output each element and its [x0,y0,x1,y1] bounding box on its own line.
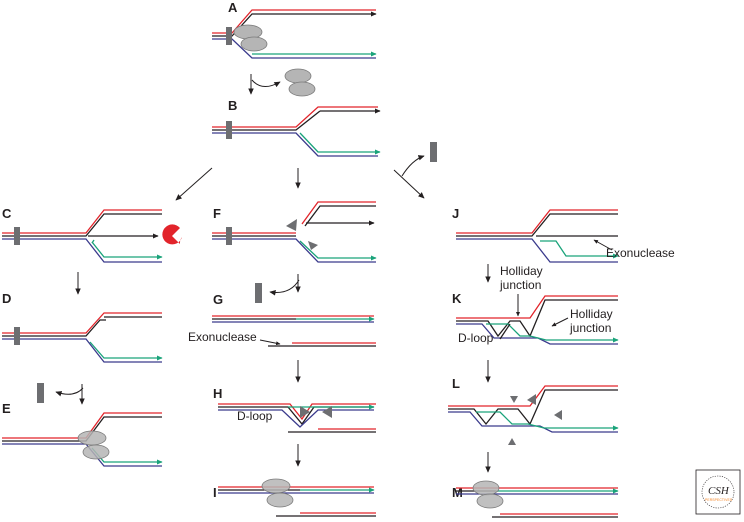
cleavage-site-icon [554,410,562,420]
replisome-protein [82,444,110,460]
holliday-junction-label: Holliday [500,264,543,278]
blocking-lesion [14,227,20,245]
released-block [37,383,44,403]
cleavage-site-icon [527,394,536,405]
panel-letter-j: J [452,206,459,221]
replisome-protein [472,480,500,496]
holliday-junction-label: junction [499,278,541,292]
holliday-junction-label: Holliday [570,307,613,321]
panel-letter-c: C [2,206,12,221]
panel-f: F [212,201,377,263]
panel-i: I [213,478,376,517]
panel-e: E [2,401,163,467]
exonuclease-label: Exonuclease [606,246,675,260]
blocking-lesion [14,327,20,345]
panel-letter-e: E [2,401,11,416]
blocking-lesion [226,121,232,139]
released-replisome [288,81,316,97]
cleavage-site-icon [508,438,516,445]
panel-g: G Exonuclease [188,292,376,347]
d-loop-label: D-loop [237,409,273,423]
released-replisome [284,68,312,84]
panel-b: B [212,98,381,157]
panel-letter-i: I [213,485,217,500]
cleavage-site-icon [308,241,318,250]
panel-letter-g: G [213,292,223,307]
blocking-lesion [226,27,232,45]
panel-h: H D-loop [213,386,376,433]
panel-letter-k: K [452,291,462,306]
arrow-b-to-j [393,169,425,199]
cleavage-site-icon [510,396,518,403]
replisome-protein [476,493,504,509]
blocking-lesion [226,227,232,245]
cleavage-site-icon [300,406,310,418]
panel-k: K Holliday junction Holliday junction D-… [452,264,619,345]
d-loop-label: D-loop [458,331,494,345]
nuclease-pacman-icon [162,224,182,245]
panel-letter-b: B [228,98,237,113]
cleavage-site-icon [322,406,332,418]
arrow-block-release [401,155,425,177]
exonuclease-label: Exonuclease [188,330,257,344]
arrow-block-release [269,279,300,296]
holliday-junction-label: junction [569,321,611,335]
replisome-protein [240,36,268,52]
released-block [255,283,262,303]
arrow-block-release [55,387,84,397]
csh-perspectives-logo: CSH PERSPECTIVES [695,469,741,515]
panel-letter-f: F [213,206,221,221]
logo-subtitle: PERSPECTIVES [705,498,733,502]
panel-m: M [452,480,619,518]
released-block [430,142,437,162]
replisome-protein [77,430,107,446]
replisome-protein [266,492,294,508]
transition-a-b [248,68,316,97]
panel-letter-d: D [2,291,11,306]
panel-letter-l: L [452,376,460,391]
panel-l: L [448,376,619,445]
cleavage-site-icon [286,219,297,231]
panel-letter-a: A [228,0,238,15]
panel-c: C [2,206,182,263]
arrow-b-to-c [175,167,213,201]
panel-letter-m: M [452,485,463,500]
replisome-protein [261,478,291,494]
panel-a: A [212,0,377,59]
panel-j: J Exonuclease [452,206,675,263]
panel-d: D [2,291,163,363]
panel-letter-h: H [213,386,222,401]
logo-mark: CSH [708,485,730,497]
